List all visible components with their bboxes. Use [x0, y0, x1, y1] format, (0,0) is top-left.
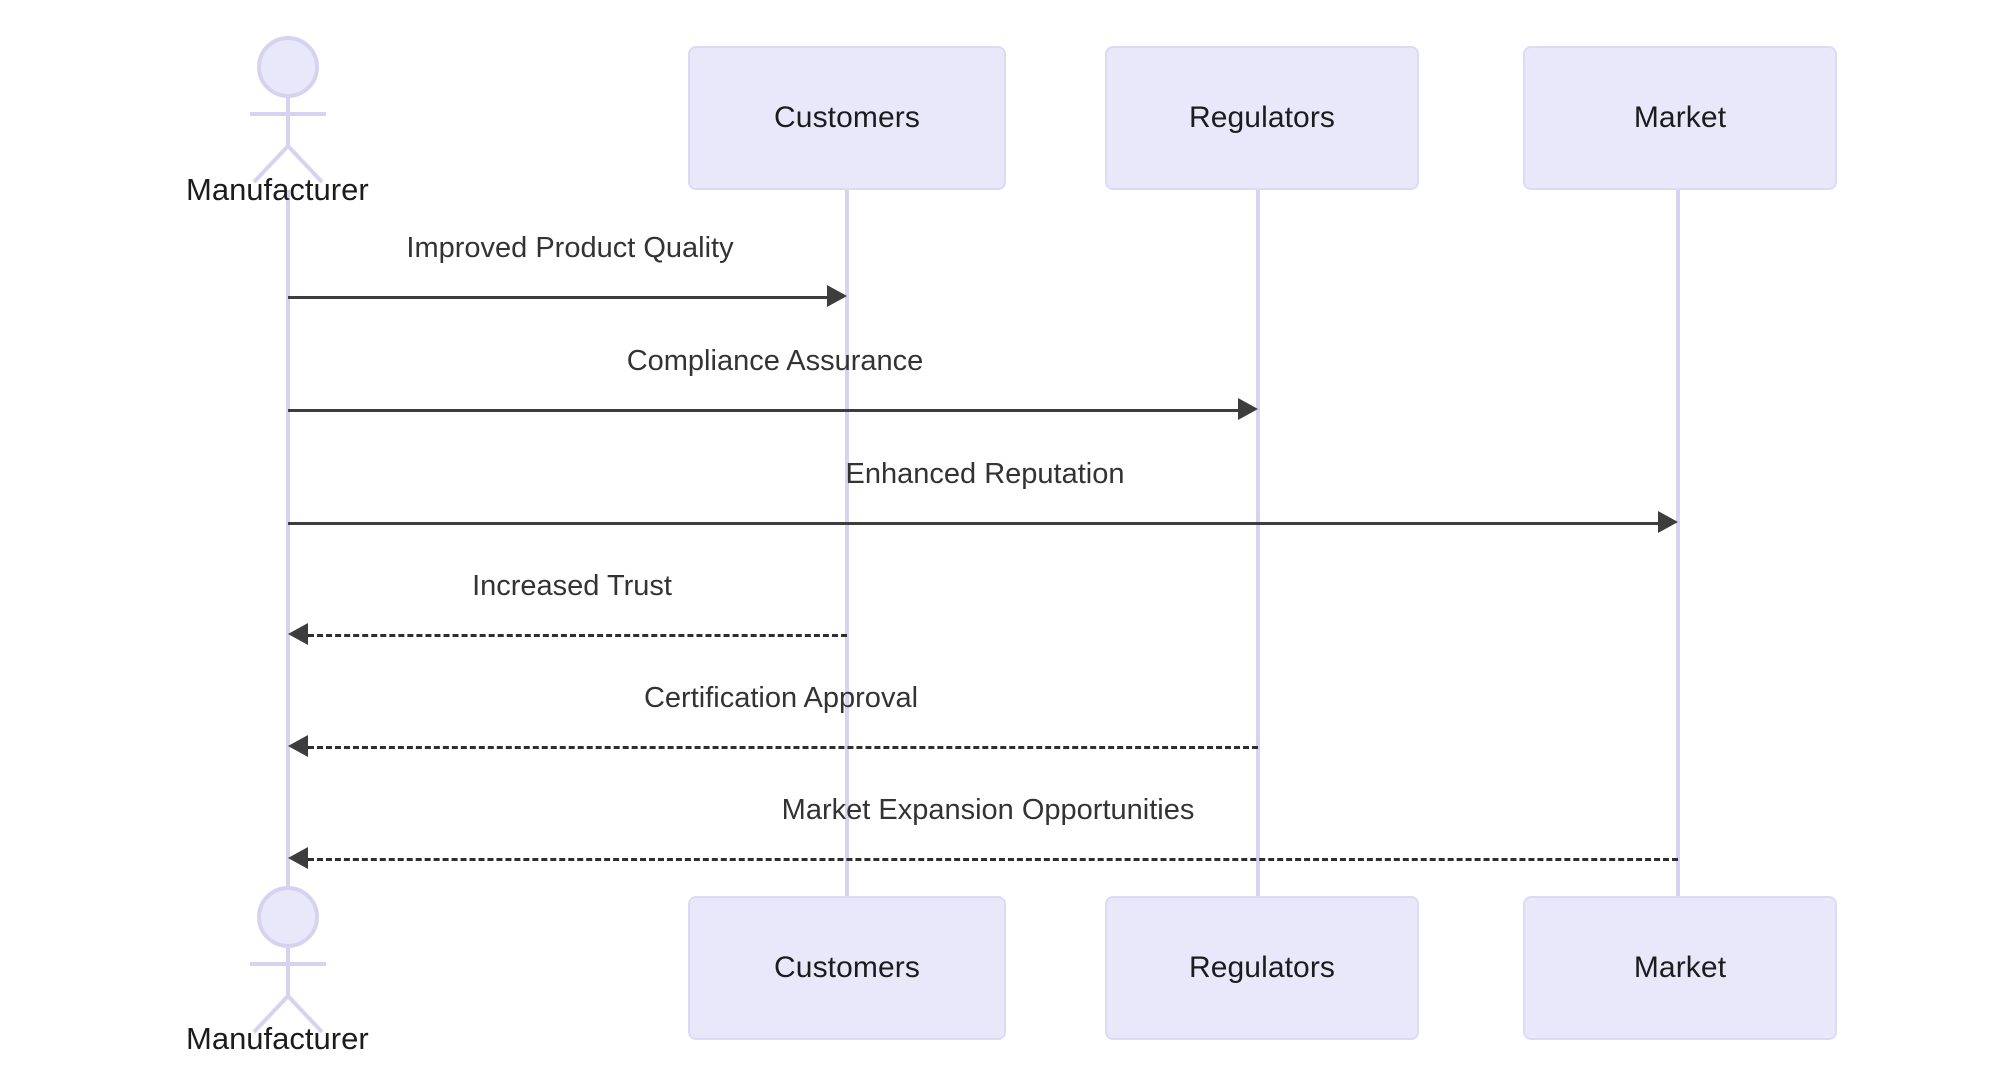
arrowhead-left-icon	[288, 735, 308, 757]
arrowhead-right-icon	[827, 285, 847, 307]
arrowhead-right-icon	[1658, 511, 1678, 533]
actor-manufacturer-bottom[interactable]	[228, 884, 348, 1034]
lifeline-market	[1676, 190, 1680, 896]
actor-label-manufacturer-top: Manufacturer	[186, 172, 369, 207]
participant-label-customers-bottom: Customers	[774, 951, 920, 984]
message-line	[288, 296, 831, 299]
message-line	[308, 746, 1258, 749]
message-label-enhanced-reputation: Enhanced Reputation	[845, 458, 1125, 490]
lifeline-regulators	[1256, 190, 1260, 896]
arrowhead-right-icon	[1238, 398, 1258, 420]
message-label-improved-product-quality: Improved Product Quality	[406, 232, 734, 264]
actor-figure-icon	[250, 36, 326, 184]
actor-label-manufacturer-bottom: Manufacturer	[186, 1021, 369, 1056]
participant-box-customers-top[interactable]: Customers	[688, 46, 1006, 190]
participant-label-regulators-bottom: Regulators	[1188, 951, 1336, 984]
lifeline-manufacturer	[286, 190, 290, 896]
message-label-compliance-assurance: Compliance Assurance	[626, 345, 924, 377]
participant-label-customers-top: Customers	[774, 101, 920, 134]
message-line	[288, 522, 1662, 525]
participant-box-customers-bottom[interactable]: Customers	[688, 896, 1006, 1040]
message-line	[288, 409, 1242, 412]
arrowhead-left-icon	[288, 847, 308, 869]
participant-box-market-top[interactable]: Market	[1523, 46, 1837, 190]
message-label-increased-trust: Increased Trust	[472, 570, 672, 602]
participant-label-regulators-top: Regulators	[1188, 101, 1336, 134]
actor-figure-icon	[250, 886, 326, 1034]
message-line	[308, 858, 1678, 861]
participant-box-regulators-bottom[interactable]: Regulators	[1105, 896, 1419, 1040]
message-label-certification-approval: Certification Approval	[643, 682, 919, 714]
arrowhead-left-icon	[288, 623, 308, 645]
message-label-market-expansion-opportunities: Market Expansion Opportunities	[781, 794, 1195, 826]
participant-box-market-bottom[interactable]: Market	[1523, 896, 1837, 1040]
actor-manufacturer-top[interactable]	[228, 34, 348, 184]
participant-label-market-bottom: Market	[1633, 951, 1727, 984]
message-line	[308, 634, 847, 637]
participant-label-market-top: Market	[1633, 101, 1727, 134]
lifeline-customers	[845, 190, 849, 896]
participant-box-regulators-top[interactable]: Regulators	[1105, 46, 1419, 190]
